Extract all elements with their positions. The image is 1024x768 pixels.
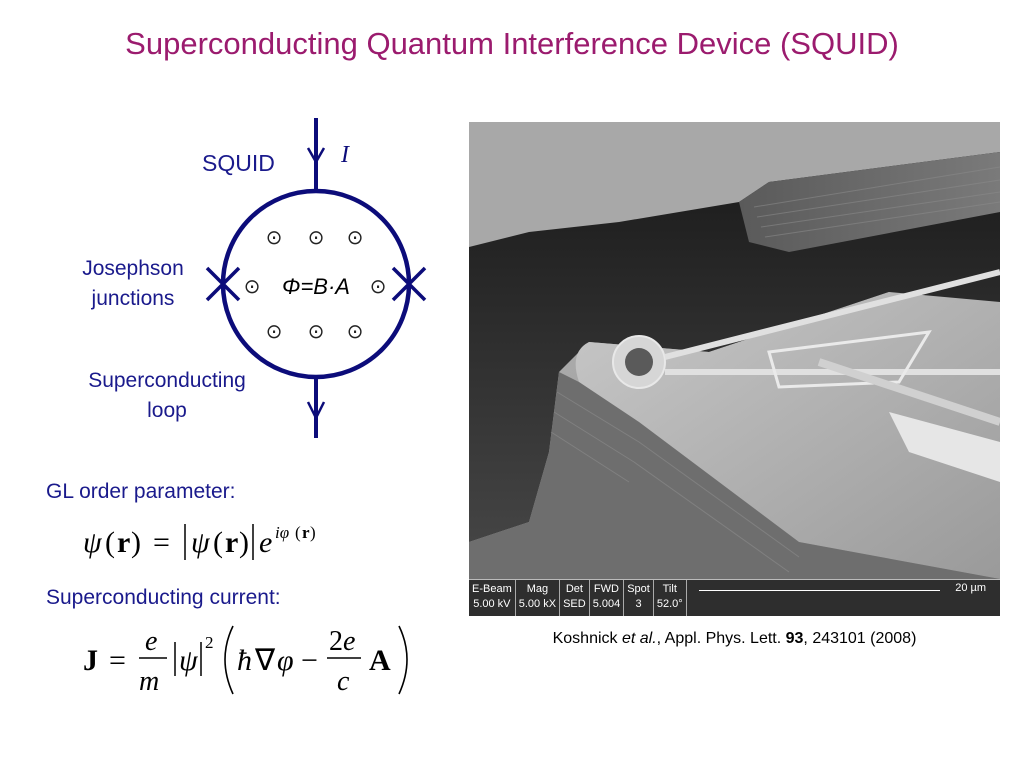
svg-text:r: r	[225, 526, 238, 559]
scale-bar: 20 µm	[687, 580, 1000, 616]
svg-text:(: (	[213, 526, 223, 559]
svg-text:(: (	[295, 523, 301, 542]
superconducting-loop-label: Superconducting loop	[62, 366, 272, 426]
svg-text:): )	[310, 523, 316, 542]
superconducting-current-label: Superconducting current:	[46, 586, 281, 609]
bottom-arrow	[306, 401, 326, 421]
field-dot-icon: ⊙	[266, 319, 283, 343]
citation-etal: et al.	[621, 630, 657, 647]
svg-text:ħ: ħ	[237, 644, 252, 677]
databar-value: 3	[635, 598, 642, 610]
citation-journal: , Appl. Phys. Lett.	[656, 630, 786, 647]
top-arrow	[306, 147, 326, 165]
josephson-junction-right	[391, 266, 427, 302]
databar-value: SED	[563, 598, 586, 610]
image-citation: Koshnick et al., Appl. Phys. Lett. 93, 2…	[469, 630, 1000, 648]
databar-value: 5.00 kV	[473, 598, 511, 610]
josephson-label-line2: junctions	[91, 287, 175, 310]
sem-micrograph-image	[469, 122, 1000, 579]
field-dot-icon: ⊙	[308, 225, 325, 249]
databar-cell-ebeam: E-Beam 5.00 kV	[469, 580, 516, 616]
citation-authors: Koshnick	[552, 630, 618, 647]
field-dot-icon: ⊙	[266, 225, 283, 249]
loop-label-line2: loop	[147, 399, 187, 422]
svg-text:e: e	[145, 626, 157, 657]
databar-head: Spot	[627, 583, 650, 595]
svg-text:e: e	[343, 626, 355, 657]
svg-text:∇: ∇	[254, 644, 276, 677]
current-equation: J = e m ψ 2 ħ ∇ φ − 2 e c A	[75, 618, 425, 705]
svg-text:): )	[239, 526, 249, 559]
sem-micrograph: E-Beam 5.00 kV Mag 5.00 kX Det SED FWD 5…	[469, 122, 1000, 616]
slide-title: Superconducting Quantum Interference Dev…	[125, 26, 899, 61]
svg-text:r: r	[302, 523, 310, 542]
field-dot-icon: ⊙	[347, 225, 364, 249]
svg-text:): )	[131, 526, 141, 559]
scale-bar-line	[698, 590, 940, 591]
svg-text:ψ: ψ	[83, 526, 103, 559]
scale-bar-label: 20 µm	[955, 582, 986, 594]
svg-text:−: −	[301, 644, 318, 677]
svg-text:m: m	[139, 666, 159, 697]
field-dot-icon: ⊙	[347, 319, 364, 343]
current-label: I	[340, 142, 350, 168]
databar-head: Tilt	[662, 583, 677, 595]
svg-text:=: =	[153, 526, 170, 559]
josephson-label-line1: Josephson	[82, 257, 184, 280]
josephson-junction-left	[205, 266, 241, 302]
sem-data-bar: E-Beam 5.00 kV Mag 5.00 kX Det SED FWD 5…	[469, 579, 1000, 616]
svg-text:ψ: ψ	[191, 526, 211, 559]
databar-value: 5.004	[592, 598, 621, 610]
field-dot-icon: ⊙	[244, 274, 261, 298]
citation-pages: , 243101 (2008)	[803, 630, 917, 647]
loop-label-line1: Superconducting	[88, 369, 246, 392]
databar-cell-spot: Spot 3	[624, 580, 654, 616]
databar-value: 5.00 kX	[518, 598, 557, 610]
squid-label: SQUID	[202, 150, 275, 176]
svg-text:2: 2	[205, 633, 214, 652]
svg-text:A: A	[369, 644, 391, 677]
svg-text:r: r	[117, 526, 130, 559]
citation-volume: 93	[785, 630, 804, 647]
svg-text:J: J	[83, 644, 98, 677]
svg-text:=: =	[109, 644, 126, 677]
svg-text:iφ: iφ	[275, 523, 289, 542]
flux-label: Φ=B·A	[282, 274, 350, 299]
gl-order-parameter-label: GL order parameter:	[46, 480, 236, 503]
svg-text:c: c	[337, 666, 350, 697]
svg-text:φ: φ	[277, 644, 294, 677]
svg-text:e: e	[259, 526, 272, 559]
databar-cell-det: Det SED	[560, 580, 590, 616]
gl-equation: ψ ( r ) = ψ ( r ) e iφ ( r )	[75, 510, 355, 575]
databar-cell-fwd: FWD 5.004	[590, 580, 625, 616]
databar-head: FWD	[593, 583, 619, 595]
databar-head: Det	[565, 583, 583, 595]
databar-cell-mag: Mag 5.00 kX	[516, 580, 561, 616]
databar-cell-tilt: Tilt 52.0°	[654, 580, 687, 616]
josephson-junctions-label: Josephson junctions	[62, 254, 204, 314]
field-dot-icon: ⊙	[308, 319, 325, 343]
squid-diagram: ⊙ ⊙ ⊙ ⊙ ⊙ ⊙ ⊙ ⊙ Φ=B·A I	[195, 110, 435, 445]
svg-text:(: (	[105, 526, 115, 559]
databar-head: Mag	[526, 583, 549, 595]
databar-value: 52.0°	[656, 598, 683, 610]
field-dot-icon: ⊙	[370, 274, 387, 298]
svg-text:ψ: ψ	[179, 644, 199, 677]
svg-text:2: 2	[329, 626, 343, 657]
databar-head: E-Beam	[472, 583, 512, 595]
